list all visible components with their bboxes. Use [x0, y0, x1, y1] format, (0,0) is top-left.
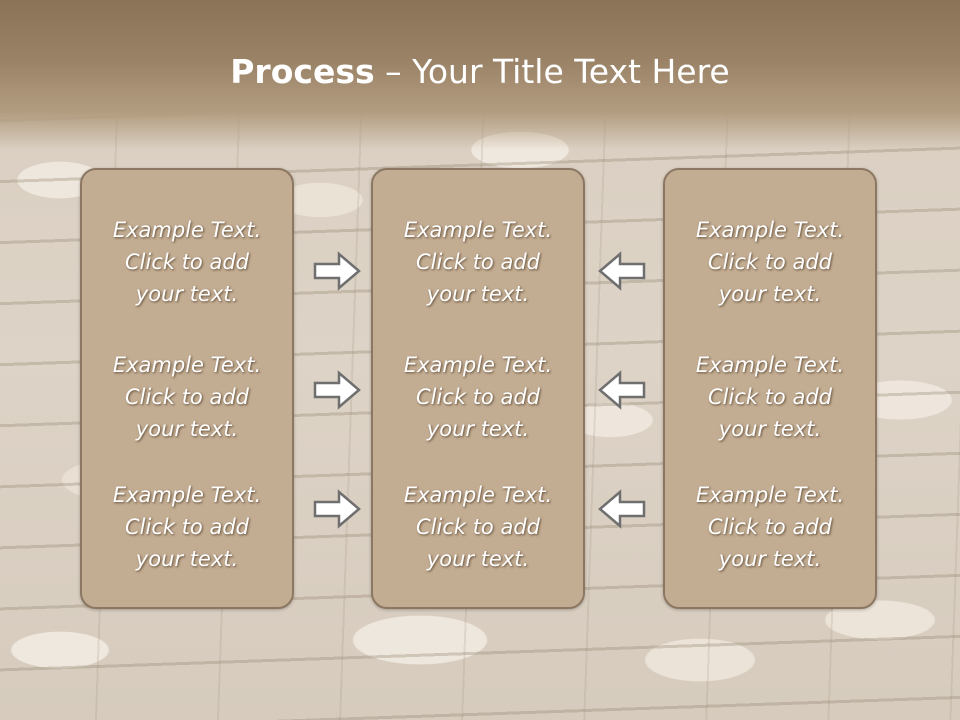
right-arrow-icon[interactable]	[313, 489, 363, 529]
text-line: Click to add	[707, 515, 832, 539]
text-line: Click to add	[124, 385, 249, 409]
text-line: your text.	[718, 282, 822, 306]
text-block[interactable]: Example Text. Click to add your text.	[82, 214, 292, 310]
text-block[interactable]: Example Text. Click to add your text.	[373, 214, 583, 310]
text-line: Click to add	[415, 385, 540, 409]
text-line: Example Text.	[695, 353, 845, 377]
left-arrow-icon[interactable]	[596, 370, 646, 410]
text-line: Click to add	[707, 385, 832, 409]
text-line: Click to add	[415, 250, 540, 274]
process-box-left[interactable]: Example Text. Click to add your text. Ex…	[80, 168, 294, 609]
text-block[interactable]: Example Text. Click to add your text.	[82, 479, 292, 575]
text-line: Example Text.	[112, 218, 262, 242]
process-box-right[interactable]: Example Text. Click to add your text. Ex…	[663, 168, 877, 609]
slide-title[interactable]: Process – Your Title Text Here	[0, 52, 960, 91]
text-line: your text.	[135, 282, 239, 306]
text-line: Example Text.	[403, 483, 553, 507]
text-block[interactable]: Example Text. Click to add your text.	[665, 214, 875, 310]
text-line: Click to add	[124, 250, 249, 274]
title-band	[0, 0, 960, 150]
text-line: your text.	[718, 547, 822, 571]
text-block[interactable]: Example Text. Click to add your text.	[373, 349, 583, 445]
text-block[interactable]: Example Text. Click to add your text.	[665, 479, 875, 575]
text-line: Example Text.	[695, 218, 845, 242]
text-line: your text.	[426, 282, 530, 306]
title-bold: Process	[230, 52, 375, 91]
right-arrow-icon[interactable]	[313, 370, 363, 410]
text-line: your text.	[135, 417, 239, 441]
text-block[interactable]: Example Text. Click to add your text.	[373, 479, 583, 575]
text-line: your text.	[426, 547, 530, 571]
text-line: Example Text.	[403, 353, 553, 377]
text-line: your text.	[426, 417, 530, 441]
left-arrow-icon[interactable]	[596, 489, 646, 529]
text-line: Click to add	[707, 250, 832, 274]
title-rest: – Your Title Text Here	[374, 52, 730, 91]
text-block[interactable]: Example Text. Click to add your text.	[665, 349, 875, 445]
text-line: Example Text.	[403, 218, 553, 242]
process-box-center[interactable]: Example Text. Click to add your text. Ex…	[371, 168, 585, 609]
text-line: your text.	[718, 417, 822, 441]
text-line: Example Text.	[112, 483, 262, 507]
text-line: Example Text.	[695, 483, 845, 507]
text-line: Click to add	[124, 515, 249, 539]
right-arrow-icon[interactable]	[313, 251, 363, 291]
left-arrow-icon[interactable]	[596, 251, 646, 291]
text-line: Example Text.	[112, 353, 262, 377]
text-block[interactable]: Example Text. Click to add your text.	[82, 349, 292, 445]
text-line: Click to add	[415, 515, 540, 539]
text-line: your text.	[135, 547, 239, 571]
